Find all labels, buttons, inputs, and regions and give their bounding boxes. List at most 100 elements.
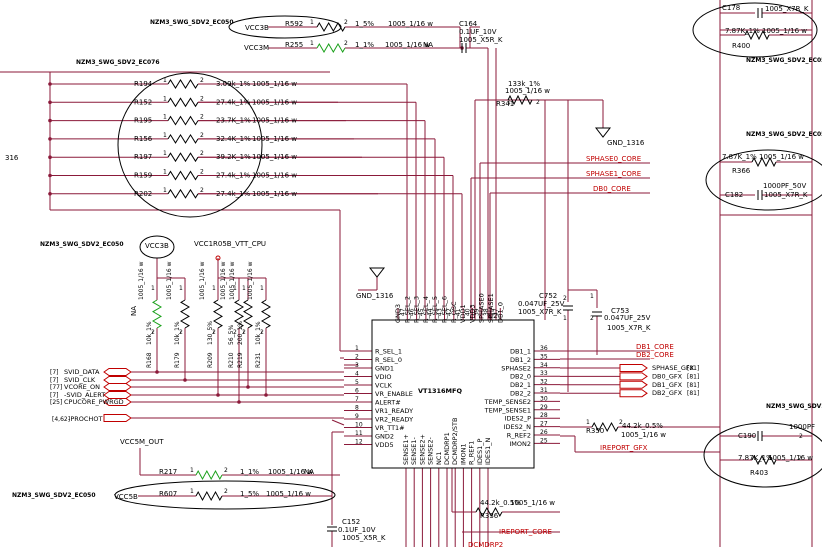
cap-pkg: 1005_X5R_K <box>342 534 386 542</box>
pin-num: 1 <box>212 285 216 292</box>
pin-num: 2 <box>590 315 594 322</box>
junction-dot <box>237 400 241 404</box>
cap-pkg: 1005_X5R_K <box>459 36 503 44</box>
cap-pkg: 1005_X7R_K <box>518 308 562 316</box>
resistor-pkg: 1005_1/16 w <box>759 153 804 161</box>
resistor-ref: R341 <box>496 100 514 108</box>
resistor-symbol <box>167 188 199 199</box>
resistor-symbol <box>744 29 770 41</box>
resistor-pkg: 1005_1/16 w <box>229 261 236 300</box>
resistor-pkg: 1005_1/16 w <box>505 87 550 95</box>
resistor-ref: R403 <box>750 469 768 477</box>
net-label-red: DB0_CORE <box>593 185 631 193</box>
pin-num: 1 <box>310 19 314 26</box>
sheet-ref: [81] <box>687 365 699 372</box>
ic-pin-name-top: R_SEL_4 <box>422 296 430 323</box>
cap-val: 0.1UF_10V <box>338 526 376 534</box>
resistor-symbol <box>180 299 190 329</box>
ic-pin-name-right: R_REF2 <box>507 432 531 440</box>
ic-pin-name-bottom: IDES1_N <box>484 437 492 465</box>
signal-name: VCORE_ON <box>64 383 100 391</box>
resistor-ref: R231 <box>255 352 262 368</box>
resistor-symbol <box>234 299 244 329</box>
ic-pin-name-bottom: DCMDRP2/STB <box>451 418 459 465</box>
signal-name: CPUCORE_PWRGD <box>64 398 124 406</box>
pin-num: 1 <box>151 285 155 292</box>
ic-pin-num-right: 33 <box>540 370 548 377</box>
ic-pin-name-right: SPHASE2 <box>501 364 531 372</box>
resistor-val: 10k_1% <box>146 321 153 345</box>
ic-pin-num-top: 45 <box>418 308 425 316</box>
ic-pin-num-right: 28 <box>540 412 548 419</box>
pin-num: 2 <box>242 329 246 336</box>
ic-pin-num-left: 7 <box>355 396 359 403</box>
net-label-red: DCMDRP2 <box>468 541 503 547</box>
pin-num: 1 <box>190 467 194 474</box>
resistor-val: 39.2K_1% <box>216 153 251 161</box>
pin-num: 2 <box>151 329 155 336</box>
resistor-symbol <box>475 506 503 518</box>
rail-label-vcc3b-left: VCC3B <box>145 242 169 250</box>
ic-pin-num-right: 35 <box>540 353 548 360</box>
resistor-val: 1_5% <box>240 490 259 498</box>
resistor-ref: R336 <box>480 512 499 520</box>
rail-label-vcc3m: VCC3M <box>244 44 269 52</box>
resistor-val: 130_5% <box>207 321 214 345</box>
ic-pin-name-bottom: DCMDRP1 <box>443 432 451 465</box>
ic-pin-name-left: GND2 <box>375 433 394 441</box>
ic-pin-num-left: 9 <box>355 413 359 420</box>
ic-pin-num-left: 2 <box>355 354 359 361</box>
resistor-val: 3.09k_1% <box>216 80 251 88</box>
resistor-na-symbol <box>316 43 346 53</box>
ic-pin-num-top: 40 <box>464 308 471 316</box>
ic-pin-name-top: R_OSC <box>450 301 458 323</box>
rail-label-vtt: VCC1R05B_VTT_CPU <box>194 240 266 248</box>
symbols <box>103 2 822 532</box>
page-ref-label: 316 <box>5 154 19 162</box>
resistor-symbol <box>213 299 223 329</box>
na-label: NA <box>130 306 138 316</box>
na-label: NA <box>423 41 433 49</box>
resistor-symbol <box>167 133 199 144</box>
cap-ref: C753 <box>611 307 629 315</box>
ic-pin-name-left: GND1 <box>375 365 394 373</box>
net-label-red: IREPORT_GFX <box>600 444 648 452</box>
cap-ref: C752 <box>539 292 557 300</box>
ic-pin-name-bottom: NC1 <box>435 451 443 465</box>
resistor-pkg: 1005_1/16 w <box>762 27 807 35</box>
resistor-ref: R168 <box>146 352 153 368</box>
highlight-ellipse <box>692 2 818 58</box>
resistor-val: 7.87K_1% <box>725 27 760 35</box>
resistor-pkg: 1005_1/16 w <box>768 454 813 462</box>
pin-num: 1 <box>233 285 237 292</box>
annotation-label: NZM3_SWG_SDV2_EC050 <box>40 241 124 248</box>
sheet-ref: [81] <box>687 382 699 389</box>
resistor-ref: R219 <box>237 352 244 368</box>
sheet-ref: [81] <box>687 373 699 380</box>
ic-pin-name-right: IDES2_N <box>504 423 532 431</box>
pin-num: 1 <box>590 293 594 300</box>
resistor-ref: R210 <box>228 352 235 368</box>
resistor-val: 200_1% <box>237 321 244 345</box>
resistor-pkg: 1005_1/16 w <box>166 261 173 300</box>
pin-num: 1 <box>586 419 590 426</box>
ic-pin-name-right: IMON2 <box>509 440 531 448</box>
ic-pin-name-right: DB2_1 <box>510 381 531 389</box>
pin-num: 2 <box>224 488 228 495</box>
ic-pin-num-top: 39 <box>474 308 481 316</box>
cap-pkg: 1005_X7R_K <box>764 191 808 199</box>
annotation-label: NZM3_SWG_SDV2_EC050 <box>746 131 822 138</box>
resistor-symbol <box>167 115 199 126</box>
ic-pin-name-bottom: IMON1 <box>459 443 467 465</box>
pin-num: 2 <box>200 77 204 84</box>
ic-pin-name-top: R_SEL_2 <box>403 296 411 323</box>
resistor-symbol <box>167 79 199 89</box>
ic-pin-name-top: SPHASE1 <box>487 293 495 323</box>
pin-num: 2 <box>224 467 228 474</box>
ic-pin-name-left: VR2_READY <box>375 416 413 424</box>
pin-num: 2 <box>200 132 204 139</box>
rail-label-vcc5b: VCC5B <box>114 493 138 501</box>
highlight-ellipse <box>705 149 822 211</box>
resistor-pkg: 1005_1/16 w <box>266 490 311 498</box>
